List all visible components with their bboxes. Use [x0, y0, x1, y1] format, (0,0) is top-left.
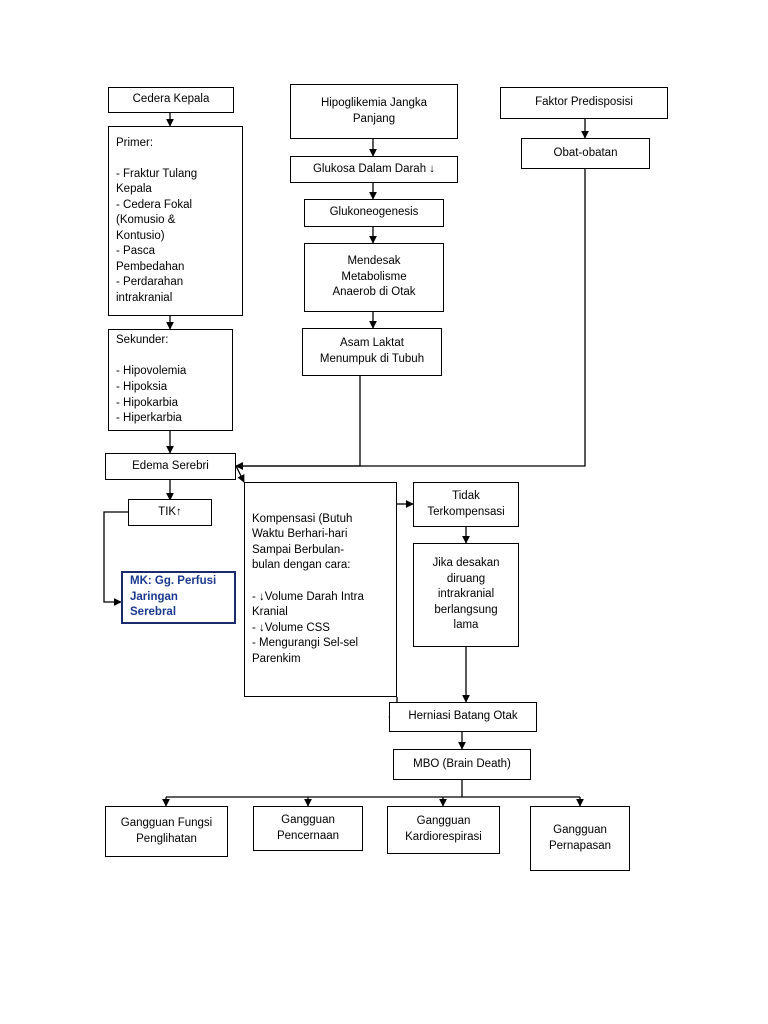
node-label: Edema Serebri: [132, 459, 209, 472]
node-label: Obat-obatan: [553, 146, 618, 159]
node-primer[interactable]: Primer: - Fraktur Tulang Kepala - Cedera…: [108, 126, 243, 316]
node-faktor-predisposisi[interactable]: Faktor Predisposisi: [500, 87, 668, 119]
node-edema-serebri[interactable]: Edema Serebri: [105, 453, 236, 480]
node-label: Sekunder: - Hipovolemia - Hipoksia - Hip…: [116, 334, 187, 425]
node-label: MBO (Brain Death): [413, 757, 511, 770]
node-label: Cedera Kepala: [132, 93, 210, 106]
node-label: Kompensasi (Butuh Waktu Berhari-hari Sam…: [252, 512, 364, 665]
node-label: Herniasi Batang Otak: [408, 710, 518, 723]
node-mendesak-metabolisme-anaerob[interactable]: Mendesak Metabolisme Anaerob di Otak: [304, 243, 444, 312]
node-label: Gangguan Pencernaan: [276, 813, 340, 842]
node-gangguan-pernapasan[interactable]: Gangguan Pernapasan: [530, 806, 630, 871]
node-label: Primer: - Fraktur Tulang Kepala - Cedera…: [116, 136, 198, 304]
node-label: Glukoneogenesis: [329, 206, 419, 219]
node-obat-obatan[interactable]: Obat-obatan: [521, 138, 650, 169]
node-gangguan-pencernaan[interactable]: Gangguan Pencernaan: [253, 806, 363, 851]
node-label: Faktor Predisposisi: [535, 96, 633, 109]
node-mbo-brain-death[interactable]: MBO (Brain Death): [393, 749, 531, 780]
node-label: Glukosa Dalam Darah ↓: [312, 162, 436, 175]
node-label: Hipoglikemia Jangka Panjang: [320, 96, 428, 125]
node-label: TIK↑: [158, 505, 182, 518]
node-label: MK: Gg. Perfusi Jaringan Serebral: [130, 575, 217, 619]
node-label: Gangguan Kardiorespirasi: [405, 815, 482, 843]
node-glukoneogenesis[interactable]: Glukoneogenesis: [304, 199, 444, 227]
node-gangguan-fungsi-penglihatan[interactable]: Gangguan Fungsi Penglihatan: [105, 806, 228, 857]
node-sekunder[interactable]: Sekunder: - Hipovolemia - Hipoksia - Hip…: [108, 329, 233, 431]
node-label: Tidak Terkompensasi: [427, 489, 505, 518]
node-label: Jika desakan diruang intrakranial berlan…: [432, 557, 500, 632]
node-gangguan-kardiorespirasi[interactable]: Gangguan Kardiorespirasi: [387, 806, 500, 854]
node-herniasi-batang-otak[interactable]: Herniasi Batang Otak: [389, 702, 537, 732]
node-tidak-terkompensasi[interactable]: Tidak Terkompensasi: [413, 482, 519, 527]
node-label: Asam Laktat Menumpuk di Tubuh: [319, 337, 425, 365]
node-label: Gangguan Fungsi Penglihatan: [120, 816, 213, 845]
node-glukosa-dalam-darah[interactable]: Glukosa Dalam Darah ↓: [290, 156, 458, 183]
node-jika-desakan-diruang-intrakranial[interactable]: Jika desakan diruang intrakranial berlan…: [413, 543, 519, 647]
node-cedera-kepala[interactable]: Cedera Kepala: [108, 87, 234, 113]
node-tik[interactable]: TIK↑: [128, 499, 212, 526]
node-mk-gg-perfusi-jaringan-serebral[interactable]: MK: Gg. Perfusi Jaringan Serebral: [121, 571, 236, 624]
node-hipoglikemia-jangka-panjang[interactable]: Hipoglikemia Jangka Panjang: [290, 84, 458, 139]
node-kompensasi[interactable]: Kompensasi (Butuh Waktu Berhari-hari Sam…: [244, 482, 397, 697]
node-label: Mendesak Metabolisme Anaerob di Otak: [332, 255, 416, 299]
node-asam-laktat[interactable]: Asam Laktat Menumpuk di Tubuh: [302, 328, 442, 376]
node-label: Gangguan Pernapasan: [548, 823, 612, 852]
